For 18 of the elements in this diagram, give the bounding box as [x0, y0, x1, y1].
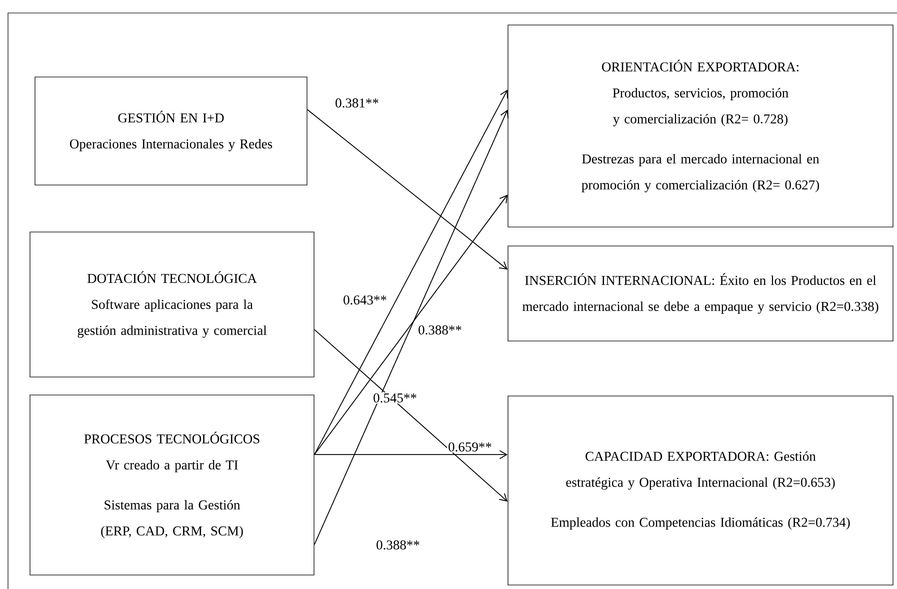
concept-box: PROCESOS TECNOLÓGICOS Vr creado a partir de TI Sistemas para la Gestión (ERP, CAD, CRM, SCM) [30, 394, 314, 576]
arrow [306, 109, 508, 270]
concept-box: GESTIÓN EN I+D Operaciones Internacionales y Redes [34, 76, 308, 186]
concept-box: ORIENTACIÓN EXPORTADORA: Productos, servicios, promoción y comercialización (R2= 0.728) Destrezas para el mercado internacional en promoción y comercialización (R2= 0.627) [508, 24, 894, 228]
edge-label: 0.545** [372, 392, 418, 404]
arrow [314, 110, 508, 546]
edge-label: 0.388** [375, 539, 421, 551]
edge-label: 0.643** [342, 294, 388, 306]
concept-box: INSERCIÓN INTERNACIONAL: Éxito en los Productos en el mercado internacional se debe a empaque y servicio (R2=0.338) [508, 246, 894, 342]
edge-label: 0.388** [417, 324, 463, 336]
arrow [314, 450, 508, 460]
edge-label: 0.381** [334, 97, 380, 109]
concept-box: DOTACIÓN TECNOLÓGICA Software aplicaciones para la gestión administrativa y comercial [30, 232, 314, 378]
arrow [314, 194, 508, 456]
edge-label: 0.659** [447, 441, 493, 453]
arrow [314, 90, 508, 456]
concept-box: CAPACIDAD EXPORTADORA: Gestión estratégica y Operativa Internacional (R2=0.653) Empleados con Competencias Idiomáticas (R2=0.734) [508, 396, 894, 586]
arrow [314, 329, 508, 502]
